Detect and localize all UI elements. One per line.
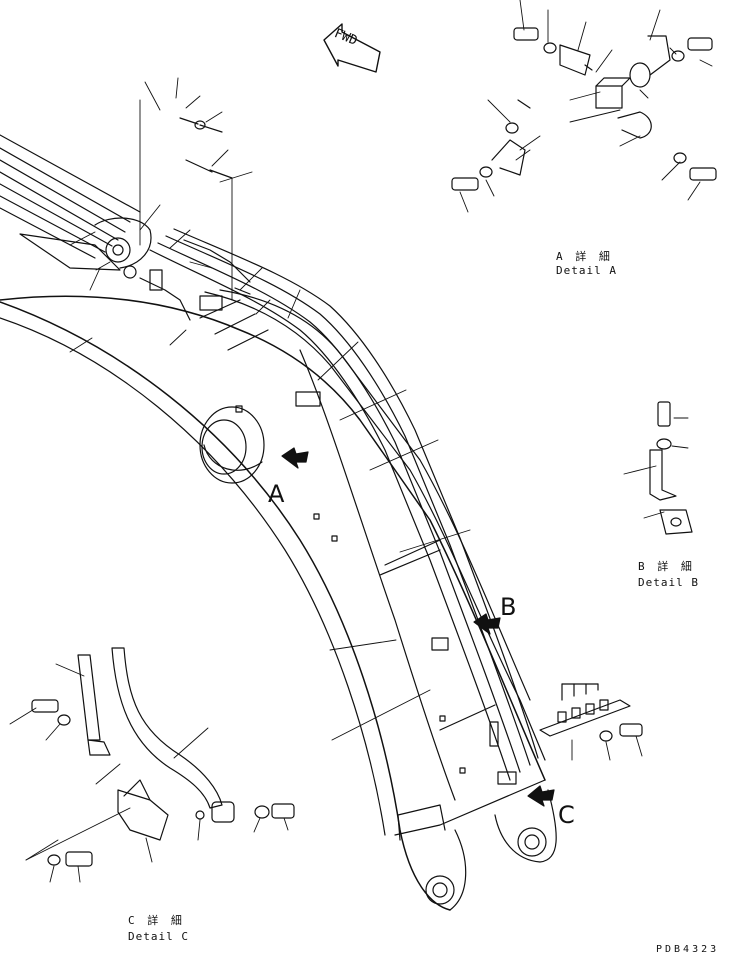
view-a-label: A	[268, 480, 285, 508]
view-arrows	[281, 447, 555, 807]
boom-holes	[235, 405, 466, 774]
detail-c-title-jp: C 詳 細	[128, 914, 185, 927]
leader-lines	[69, 77, 471, 741]
detail-a-title-en: Detail A	[556, 264, 617, 277]
view-b-label: B	[500, 593, 517, 621]
detail-a-parts	[451, 27, 717, 191]
clamp-assembly	[539, 683, 643, 742]
arm-structure	[0, 134, 152, 279]
clamp-leaders	[571, 735, 643, 761]
detail-c-parts	[31, 647, 295, 867]
detail-c-title-en: Detail C	[128, 930, 189, 943]
hydraulic-pipes	[149, 228, 539, 785]
fwd-arrow-icon	[323, 23, 381, 73]
detail-b-title-en: Detail B	[638, 576, 699, 589]
detail-a-leaders	[459, 0, 713, 213]
detail-b-parts	[649, 401, 693, 535]
boom-outline	[0, 289, 557, 911]
pin-boss	[199, 406, 265, 484]
detail-a-title-jp: A 詳 細	[556, 250, 613, 263]
view-c-label: C	[558, 801, 575, 829]
detail-b-leaders	[623, 417, 689, 519]
upper-parts-cluster	[139, 117, 251, 321]
detail-c-leaders	[9, 663, 289, 883]
detail-b-title-jp: B 詳 細	[638, 560, 695, 573]
drawing-number: PDB4323	[656, 944, 720, 955]
